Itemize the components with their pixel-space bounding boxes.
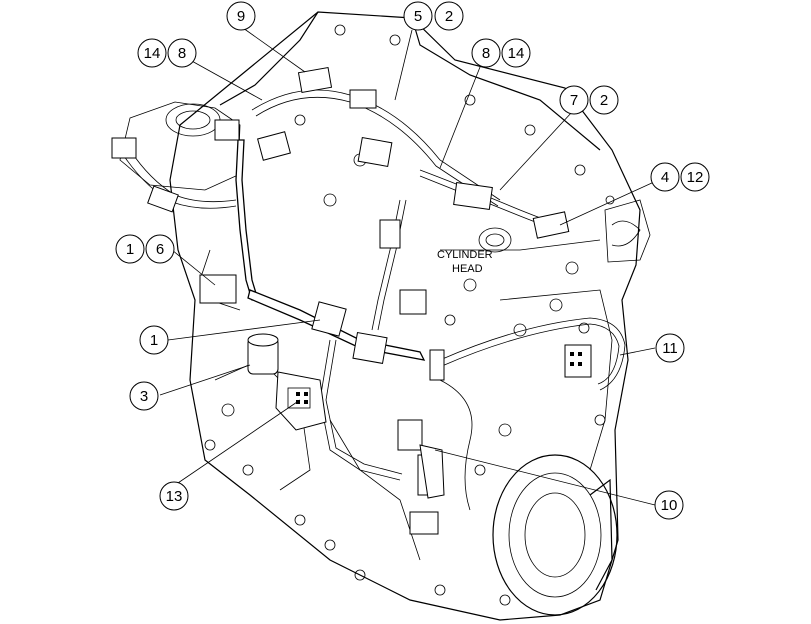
callout-3: 3 [129, 381, 159, 411]
cylinder-head-annotation: CYLINDER HEAD [437, 249, 493, 275]
callout-10: 10 [654, 490, 684, 520]
callout-5-2-first: 5 [414, 8, 422, 25]
callout-4-12: 4 12 [650, 162, 710, 192]
callout-8-14: 8 14 [471, 38, 531, 68]
callout-11: 11 [655, 333, 685, 363]
callout-8-14-first: 8 [482, 45, 490, 62]
annotation-line1: CYLINDER [437, 249, 493, 261]
annotation-line2: HEAD [452, 263, 483, 275]
callout-8-14-second: 14 [508, 45, 525, 62]
callout-13-num: 13 [166, 488, 183, 505]
callout-3-num: 3 [140, 388, 148, 405]
callout-1-num: 1 [150, 332, 158, 349]
callout-1-6: 1 6 [115, 234, 175, 264]
callout-4-12-second: 12 [687, 169, 704, 186]
callout-14-8-first: 14 [144, 45, 161, 62]
engine-block [119, 11, 651, 621]
callout-14-8-second: 8 [178, 45, 186, 62]
callout-13: 13 [159, 481, 189, 511]
callout-7-2-second: 2 [600, 92, 608, 109]
callout-14-8: 14 8 [137, 38, 197, 68]
callout-5-2-second: 2 [445, 8, 453, 25]
callout-1-6-second: 6 [156, 241, 164, 258]
callout-7-2-first: 7 [570, 92, 578, 109]
callout-1: 1 [139, 325, 169, 355]
callout-1-6-first: 1 [126, 241, 134, 258]
callout-10-num: 10 [661, 497, 678, 514]
callout-9-num: 9 [237, 8, 245, 25]
connectors [111, 66, 592, 535]
callout-9: 9 [226, 1, 256, 31]
leader-lines [159, 27, 656, 506]
callout-11-num: 11 [662, 340, 678, 357]
callout-4-12-first: 4 [661, 169, 669, 186]
callout-7-2: 7 2 [559, 85, 619, 115]
callout-5-2: 5 2 [403, 1, 464, 31]
